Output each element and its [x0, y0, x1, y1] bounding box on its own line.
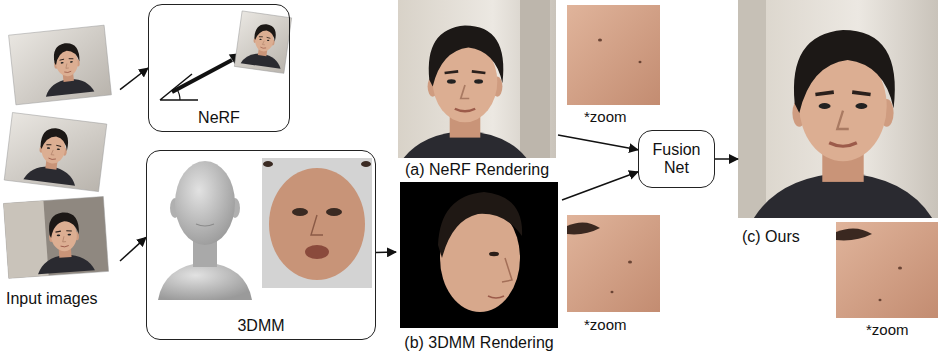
skin-mark: [611, 291, 614, 293]
view-ray: [172, 60, 232, 92]
node-label: (a) NeRF Rendering: [405, 161, 549, 179]
gray-head-mesh: [158, 262, 252, 300]
zoom-patch: [836, 222, 938, 318]
gray-head-mesh: [175, 161, 235, 245]
fused-rendering-image: [738, 0, 938, 218]
nerf-box: NeRF: [148, 4, 290, 132]
ours-rendering: (c) Ours: [738, 0, 938, 250]
nerf-view-photo: [234, 11, 291, 73]
3dmm-rendering-image: [438, 192, 522, 258]
arrow-connector: [376, 251, 396, 253]
input-photo: [4, 197, 109, 279]
input-photo: [9, 25, 112, 105]
skin-mark: [879, 299, 882, 301]
uv-texture: [361, 161, 371, 167]
input-photo: [41, 41, 95, 97]
uv-texture: [305, 245, 329, 259]
uv-texture: [263, 161, 273, 167]
uv-texture: [269, 168, 365, 280]
fused-rendering-image: [738, 0, 766, 218]
3dmm-rendering-image: [502, 258, 512, 282]
zoom-label: *zoom: [584, 316, 627, 333]
3dmm-box: 3DMM: [146, 150, 376, 340]
3dmm-rendering-image: [400, 182, 558, 328]
node-label: NeRF: [198, 109, 240, 127]
node-label: Input images: [6, 290, 98, 308]
skin-mark: [898, 266, 902, 269]
uv-texture: [292, 208, 308, 216]
nerf-rendering-image: [520, 0, 550, 158]
nerf-illustration: [160, 11, 292, 100]
arrow-connector: [715, 158, 738, 160]
arrow-connector: [562, 172, 638, 200]
3dmm-illustration: [158, 158, 372, 300]
gray-head-mesh: [196, 224, 214, 226]
skin-mark: [598, 38, 602, 41]
input-photo: [4, 113, 107, 192]
input-photos: [4, 25, 112, 278]
skin-mark: [639, 61, 642, 64]
3dmm-rendering-image: [400, 182, 558, 328]
eye-corner: [567, 222, 600, 234]
zoom-label: *zoom: [584, 108, 627, 125]
skin-mark: [628, 260, 632, 263]
arrow-connector: [558, 135, 638, 150]
nerf-rendering-image: [398, 25, 536, 158]
nerf-rendering-image: [398, 0, 556, 158]
input-images: Input images: [4, 4, 120, 310]
input-photo: [4, 113, 107, 192]
node-label: (c) Ours: [742, 228, 800, 246]
gray-head-mesh: [158, 161, 252, 300]
nerf-view-photo: [241, 21, 287, 68]
nerf-rendering: (a) NeRF Rendering: [396, 0, 558, 180]
3dmm-rendering: (b) 3DMM Rendering: [396, 182, 562, 353]
zoom-patches: [567, 5, 938, 318]
fused-rendering-image: [746, 30, 938, 218]
nerf-view-photo: [234, 11, 291, 73]
uv-texture: [262, 158, 372, 288]
node-label: 3DMM: [237, 317, 284, 335]
input-photo: [4, 197, 109, 279]
3dmm-rendering-image: [488, 296, 504, 298]
zoom-label: *zoom: [866, 321, 909, 338]
uv-texture: [311, 215, 323, 235]
uv-texture: [326, 208, 342, 216]
node-label: (b) 3DMM Rendering: [404, 334, 553, 352]
uv-texture: [262, 158, 372, 288]
zoom-patch: [567, 215, 660, 312]
eye-corner: [836, 228, 872, 240]
3dmm-rendering-image: [489, 252, 499, 256]
node-label: Fusion Net: [645, 141, 708, 178]
input-photo: [23, 125, 81, 186]
arrow-connector: [120, 68, 148, 90]
zoom-patch: [567, 5, 660, 105]
input-photo: [34, 211, 95, 275]
input-photo: [9, 25, 112, 105]
arrow-connector: [120, 237, 146, 261]
fusion-net-box: Fusion Net: [638, 130, 715, 188]
